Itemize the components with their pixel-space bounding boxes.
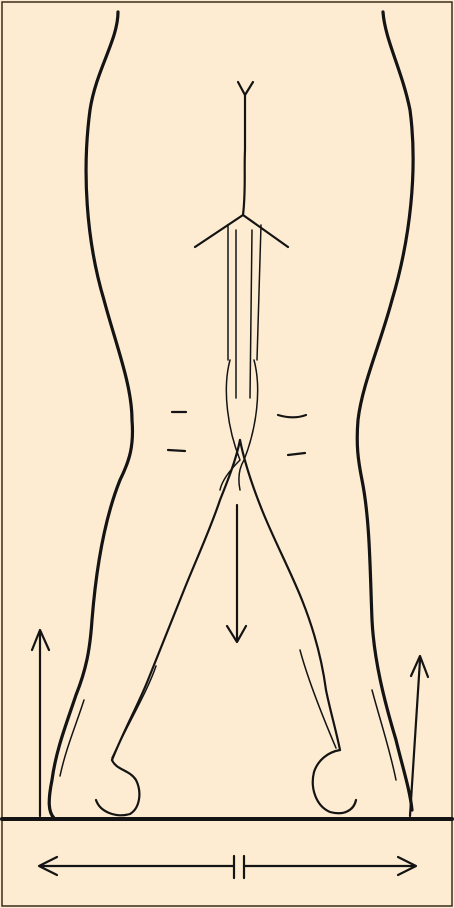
left-knee-mark-lower [168, 450, 185, 451]
